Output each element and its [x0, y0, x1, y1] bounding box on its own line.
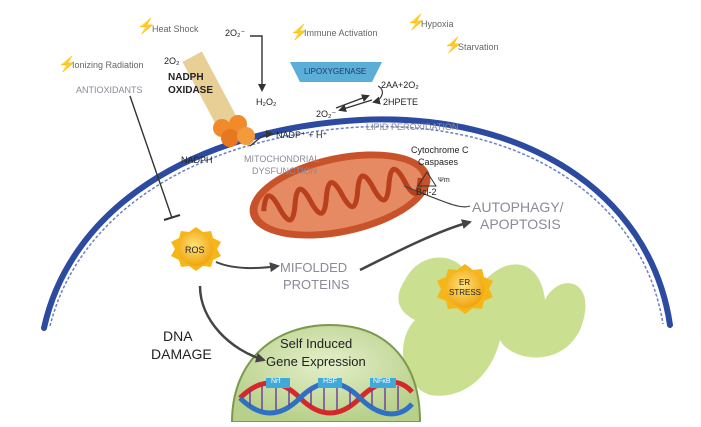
arrow-superoxide-to-h2o2: [250, 35, 266, 92]
psi-triangle: [417, 171, 437, 187]
label-caspases: Caspases: [418, 157, 459, 167]
arrow-ros-to-misfolded: [215, 261, 280, 273]
cell-membrane-inner: [49, 125, 664, 327]
nadph-oxidase: [182, 51, 240, 133]
bolt-icon: ⚡: [137, 18, 156, 35]
label-autophagy-2: APOPTOSIS: [480, 216, 561, 232]
label-ros: ROS: [185, 245, 205, 255]
label-cytochrome-c: Cytochrome C: [411, 145, 469, 155]
endoplasmic-reticulum: [398, 257, 586, 396]
label-nadp: NADP⁺ + H⁺: [276, 130, 328, 140]
label-tf-nfkb: NFκB: [373, 378, 391, 385]
label-psi: Ψm: [438, 177, 450, 184]
label-ionizing-radiation: Ionizing Radiation: [72, 60, 144, 70]
label-antioxidants: ANTIOXIDANTS: [76, 85, 143, 95]
label-immune-activation: Immune Activation: [304, 28, 378, 38]
label-mito-dysfunction-1: MITOCHONDRIAL: [244, 154, 320, 164]
inhibition-antioxidants-to-ros: [129, 95, 173, 219]
label-dna-damage-1: DNA: [163, 328, 193, 344]
label-hypoxia: Hypoxia: [421, 19, 454, 29]
label-superoxide-top: 2O₂⁻: [225, 28, 246, 38]
label-dna-damage-2: DAMAGE: [151, 346, 212, 362]
label-starvation: Starvation: [458, 42, 499, 52]
arrow-mito-to-autophagy: [403, 185, 471, 208]
mitochondrion: [249, 151, 431, 239]
lipoxygenase-enzyme: [290, 62, 382, 82]
label-lipoxygenase: LIPOXYGENASE: [304, 67, 367, 76]
bolt-icon: ⚡: [407, 14, 426, 31]
tf-box-nrf: [266, 378, 290, 388]
label-er-stress-2: STRESS: [449, 288, 482, 297]
bolt-icon: ⚡: [290, 24, 309, 41]
label-er-stress-1: ER: [459, 278, 471, 287]
arrow-hpete-to-superoxide: [338, 99, 373, 113]
bolt-icon: ⚡: [58, 56, 77, 73]
ros-sun: [171, 227, 221, 271]
label-tf-nrf: Nrf: [271, 378, 281, 385]
cell-membrane: [41, 116, 673, 331]
tf-box-hsf: [318, 378, 342, 388]
label-gene-expression-1: Self Induced: [280, 336, 353, 351]
arrow-nadph-to-nadp: [249, 130, 274, 147]
label-nadph-oxidase-2: OXIDASE: [168, 85, 214, 96]
label-autophagy-1: AUTOPHAGY/: [472, 199, 564, 215]
nadph-sphere-cluster: [213, 115, 255, 147]
label-lipid-peroxidation: LIPID PEROXIDATION: [366, 122, 459, 132]
label-o2: 2O₂: [164, 56, 180, 66]
label-superoxide-mid: 2O₂⁻: [316, 109, 337, 119]
label-heat-shock: Heat Shock: [152, 24, 199, 34]
arrow-aa-to-hpete: [372, 85, 383, 105]
label-aa: 2AA+2O₂: [381, 80, 419, 90]
label-misfolded-2: PROTEINS: [283, 277, 350, 292]
nucleus: [230, 323, 422, 423]
tf-box-nfkb: [370, 378, 396, 388]
label-nadph-oxidase-1: NADPH: [168, 72, 204, 83]
label-gene-expression-2: Gene Expression: [266, 354, 366, 369]
label-h2o2: H₂O₂: [256, 97, 277, 107]
er-stress-sun: [437, 264, 493, 314]
label-nadph: NADPH: [181, 155, 213, 165]
bolt-icon: ⚡: [444, 37, 463, 54]
label-misfolded-1: MIFOLDED: [280, 260, 348, 275]
label-bcl2: Bcl-2: [416, 187, 437, 197]
arrow-misfolded-to-autophagy: [359, 219, 472, 272]
label-mito-dysfunction-2: DYSFUNCTION: [252, 166, 317, 176]
label-hpete: 2HPETE: [383, 97, 419, 107]
inhibition-bar: [163, 214, 181, 221]
label-tf-hsf: HSF: [323, 378, 337, 385]
arrow-ros-to-dna: [198, 285, 266, 363]
